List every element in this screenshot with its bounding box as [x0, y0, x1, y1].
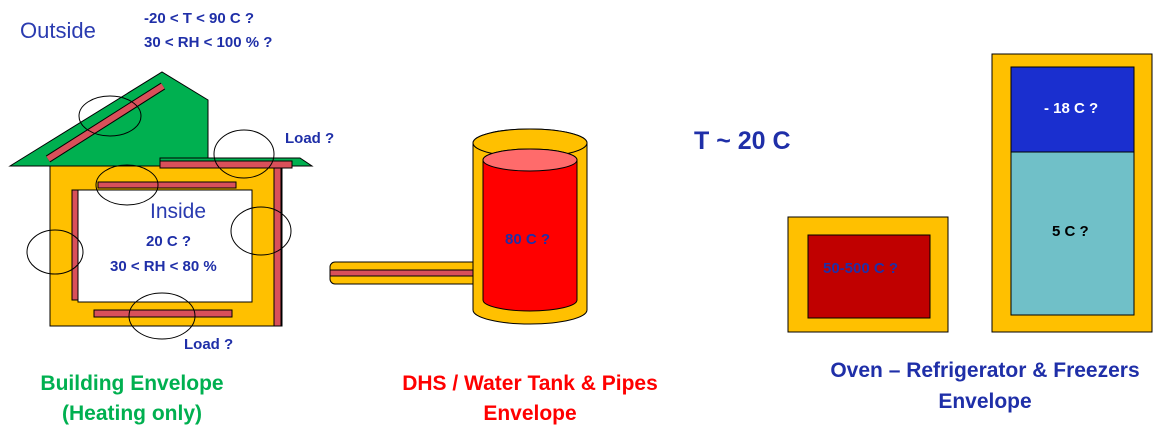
left-wall-pipe — [71, 189, 79, 301]
appliances-caption: Oven – Refrigerator & Freezers Envelope — [800, 355, 1170, 417]
tank-caption-line2: Envelope — [483, 402, 577, 425]
appliances-caption-line1: Oven – Refrigerator & Freezers — [830, 359, 1140, 382]
fridge-temperature: 5 C ? — [1052, 223, 1089, 240]
building-envelope — [8, 71, 314, 340]
bottom-wall-pipe — [93, 309, 233, 318]
outside-label: Outside — [20, 18, 96, 43]
tank-top — [482, 148, 578, 172]
inside-humidity: 30 < RH < 80 % — [110, 258, 217, 275]
building-caption-line1: Building Envelope — [40, 372, 224, 395]
load-label-bottom: Load ? — [184, 336, 234, 353]
tank-body — [482, 148, 578, 312]
fridge-compartment — [1010, 151, 1135, 316]
building-caption-line2: (Heating only) — [62, 402, 202, 425]
appliances-caption-line2: Envelope — [938, 390, 1032, 413]
freezer-temperature: - 18 C ? — [1044, 100, 1099, 117]
load-label-top: Load ? — [285, 130, 335, 147]
heat-loss-circle-left — [26, 229, 84, 275]
top-pipe — [159, 160, 293, 169]
right-wall-pipe — [273, 167, 282, 327]
heat-loss-circle-bottom — [128, 292, 196, 340]
tank-caption: DHS / Water Tank & Pipes Envelope — [365, 369, 695, 429]
water-tank-envelope — [329, 128, 588, 325]
oven-temperature: 50-500 C ? — [823, 260, 899, 277]
roof-collector-pipe-inner — [46, 83, 165, 162]
heat-loss-circle-eave — [213, 129, 275, 179]
oven-chamber — [807, 234, 931, 319]
heat-loss-circle-roof — [78, 95, 142, 137]
heat-loss-circle-right — [230, 206, 292, 256]
outside-humidity: 30 < RH < 100 % ? — [144, 34, 273, 51]
building-caption: Building Envelope (Heating only) — [12, 369, 252, 429]
outside-temperature: -20 < T < 90 C ? — [144, 10, 255, 27]
oven-envelope — [787, 216, 949, 333]
heat-loss-circle-upper — [95, 164, 159, 206]
upper-wall-pipe — [97, 181, 237, 189]
tank-temperature: 80 C ? — [505, 231, 551, 248]
ambient-temperature: T ~ 20 C — [694, 127, 791, 155]
inside-label: Inside — [150, 200, 207, 223]
fridge-envelope — [991, 53, 1153, 333]
inside-temperature: 20 C ? — [146, 233, 192, 250]
tank-caption-line1: DHS / Water Tank & Pipes — [402, 372, 658, 395]
tank-pipe — [329, 269, 491, 277]
